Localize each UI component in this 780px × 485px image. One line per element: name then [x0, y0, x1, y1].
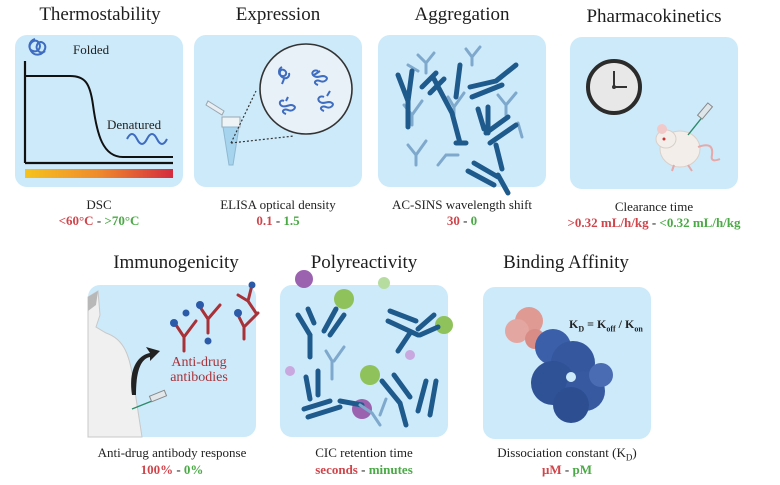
range-separator: -	[361, 462, 366, 477]
thermostability-panel: Folded Denatured	[15, 35, 183, 187]
binding-affinity-range: μM - pM	[447, 462, 687, 478]
polyreactivity-panel	[280, 270, 453, 437]
range-good: pM	[572, 462, 592, 477]
melting-curve-illustration	[23, 38, 173, 178]
drug-antigen-icons	[170, 281, 256, 345]
folded-label: Folded	[73, 42, 110, 57]
kd-equation: KD = Koff / Kon	[569, 317, 643, 334]
range-separator: -	[463, 213, 468, 228]
range-good: 0%	[183, 462, 204, 477]
syringe-icon	[131, 389, 168, 410]
pharmacokinetics-panel	[570, 37, 738, 189]
aggregated-antibodies-illustration	[395, 45, 524, 196]
aggregation-range: 30 - 0	[342, 213, 582, 229]
microcentrifuge-tube-icon	[205, 100, 241, 166]
range-separator: -	[651, 215, 657, 230]
polyreactivity-title: Polyreactivity	[310, 252, 418, 273]
curved-arrow-icon	[131, 347, 160, 395]
range-good: 1.5	[283, 213, 300, 228]
immunogenicity-illustration	[87, 281, 260, 438]
immunogenicity-panel: Anti-drug antibodies	[87, 281, 260, 438]
syringe-icon	[687, 102, 714, 136]
zoom-line-lower	[230, 135, 295, 144]
temperature-gradient-bar	[25, 169, 173, 178]
anti-drug-antibody-icons	[174, 283, 260, 353]
range-good: 0	[470, 213, 478, 228]
range-separator: -	[275, 213, 281, 228]
folded-protein-icon	[28, 38, 47, 56]
binding-affinity-panel: KD = Koff / Kon	[483, 287, 651, 439]
denatured-label: Denatured	[107, 117, 162, 132]
ada-label-line1: Anti-drug	[171, 355, 227, 370]
antibody-antigen-complex-illustration	[505, 307, 613, 423]
binding-affinity-title: Binding Affinity	[503, 252, 629, 273]
aggregation-title: Aggregation	[414, 4, 510, 25]
thermostability-caption: DSC	[86, 197, 112, 212]
range-separator: -	[176, 462, 181, 477]
elisa-illustration	[205, 43, 353, 166]
immunogenicity-caption: Anti-drug antibody response	[97, 445, 247, 460]
expression-panel	[194, 35, 362, 187]
clock-icon	[586, 59, 642, 115]
dark-antibody-icons	[395, 62, 519, 196]
anti-drug-antibodies-label: Anti-drug antibodies	[154, 355, 244, 385]
expression-range: 0.1 - 1.5	[158, 213, 398, 229]
expression-caption: ELISA optical density	[220, 197, 336, 212]
range-good: <0.32 mL/h/kg	[659, 215, 741, 230]
magnified-view-circle	[259, 43, 353, 135]
polyreactivity-range: seconds - minutes	[244, 462, 484, 478]
protein-squiggles	[278, 66, 334, 115]
range-separator: -	[564, 462, 570, 477]
antibody-surface-icon	[531, 329, 613, 423]
range-bad: >0.32 mL/h/kg	[567, 215, 649, 230]
light-antibody-icons	[402, 45, 524, 167]
range-bad: <60°C	[58, 213, 94, 228]
pharmacokinetics-title: Pharmacokinetics	[586, 6, 722, 27]
ada-label-line2: antibodies	[170, 370, 228, 385]
expression-title: Expression	[235, 4, 321, 25]
range-bad: μM	[542, 462, 562, 477]
range-bad: 0.1	[256, 213, 273, 228]
pharmacokinetics-range: >0.32 mL/h/kg - <0.32 mL/h/kg	[534, 215, 774, 231]
light-antibody-icons	[324, 345, 388, 427]
immunogenicity-title: Immunogenicity	[113, 252, 239, 273]
range-separator: -	[96, 213, 102, 228]
thermostability-title: Thermostability	[39, 4, 161, 25]
patient-arm-icon	[87, 290, 143, 438]
zoom-line-upper	[230, 90, 257, 144]
antibody-icons	[295, 306, 441, 428]
melting-curve	[25, 75, 173, 158]
polyreactivity-caption: CIC retention time	[315, 445, 413, 460]
pk-illustration	[586, 59, 721, 172]
pharmacokinetics-caption: Clearance time	[614, 199, 694, 214]
range-good: minutes	[368, 462, 413, 477]
immunogenicity-range: 100% - 0%	[52, 462, 292, 478]
binding-affinity-caption: Dissociation constant (KD)	[497, 445, 637, 463]
denatured-protein-icon	[126, 133, 168, 145]
range-bad: 30	[446, 213, 460, 228]
aggregation-caption: AC-SINS wavelength shift	[391, 197, 533, 212]
antigen-icon	[505, 307, 545, 349]
range-bad: seconds	[315, 462, 358, 477]
polyreactivity-illustration	[285, 270, 453, 428]
range-good: >70°C	[104, 213, 140, 228]
mouse-icon	[655, 124, 721, 172]
range-bad: 100%	[140, 462, 174, 477]
aggregation-panel	[378, 35, 546, 196]
thermostability-range: <60°C - >70°C	[0, 213, 219, 229]
